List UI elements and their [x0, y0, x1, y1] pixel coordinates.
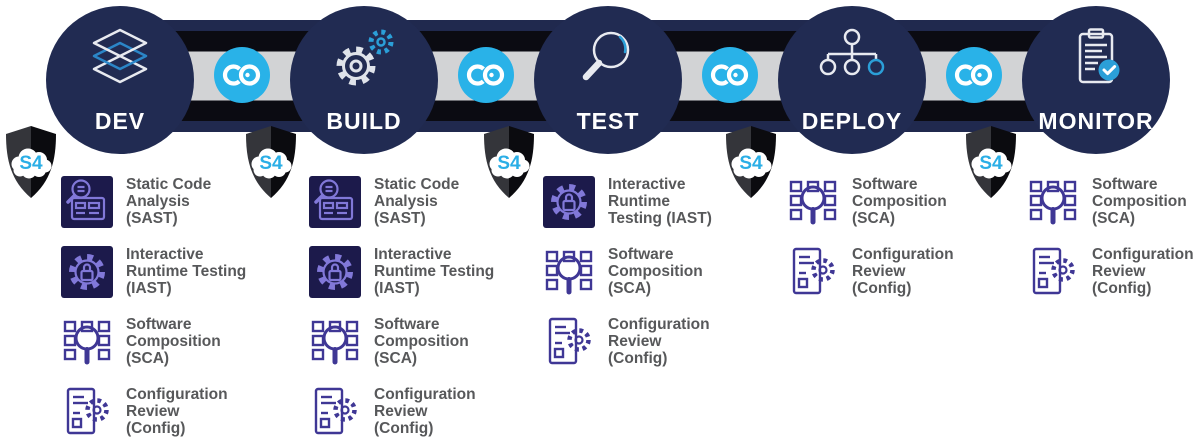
- stage-test-label: TEST: [576, 108, 640, 134]
- s4-shield-badge: S4: [722, 124, 780, 200]
- test-activities: Interactive Runtime Testing (IAST) Softw…: [542, 175, 766, 369]
- activity-iast: Interactive Runtime Testing (IAST): [60, 245, 284, 299]
- dev-activities: Static Code Analysis (SAST) Interactive …: [60, 175, 284, 439]
- activity-sast: Static Code Analysis (SAST): [60, 175, 284, 229]
- sca-icon: [60, 315, 114, 369]
- activity-label: Configuration Review (Config): [374, 386, 476, 437]
- clipboard-check-icon: [1058, 26, 1134, 88]
- activity-label: Software Composition (SCA): [126, 316, 221, 367]
- activity-label: Configuration Review (Config): [608, 316, 710, 367]
- s4-label: S4: [979, 153, 1003, 174]
- deploy-activities: Software Composition (SCA) Configuration…: [786, 175, 1010, 299]
- infinity-icon: [458, 47, 514, 103]
- iast-icon: [542, 175, 596, 229]
- activity-label: Interactive Runtime Testing (IAST): [608, 176, 712, 227]
- stage-test: TEST: [534, 6, 682, 154]
- gears-icon: [326, 26, 402, 90]
- activity-iast: Interactive Runtime Testing (IAST): [542, 175, 766, 229]
- activity-label: Software Composition (SCA): [1092, 176, 1187, 227]
- s4-label: S4: [19, 153, 43, 174]
- s4-shield-badge: S4: [2, 124, 60, 200]
- sca-icon: [1026, 175, 1080, 229]
- iast-icon: [60, 245, 114, 299]
- stage-build: BUILD: [290, 6, 438, 154]
- stage-monitor-label: MONITOR: [1038, 108, 1154, 134]
- magnifier-icon: [570, 26, 646, 90]
- config-icon: [786, 245, 840, 299]
- activity-sca: Software Composition (SCA): [542, 245, 766, 299]
- s4-shield-badge: S4: [962, 124, 1020, 200]
- activity-label: Configuration Review (Config): [1092, 246, 1194, 297]
- activity-label: Configuration Review (Config): [126, 386, 228, 437]
- config-icon: [542, 315, 596, 369]
- activity-label: Software Composition (SCA): [374, 316, 469, 367]
- activity-label: Software Composition (SCA): [852, 176, 947, 227]
- activity-sca: Software Composition (SCA): [60, 315, 284, 369]
- activity-config: Configuration Review (Config): [60, 385, 284, 439]
- iast-icon: [308, 245, 362, 299]
- s4-label: S4: [739, 153, 763, 174]
- activity-label: Static Code Analysis (SAST): [374, 176, 460, 227]
- sast-icon: [308, 175, 362, 229]
- monitor-activities: Software Composition (SCA) Configuration…: [1026, 175, 1200, 299]
- activity-label: Interactive Runtime Testing (IAST): [374, 246, 495, 297]
- activity-label: Static Code Analysis (SAST): [126, 176, 212, 227]
- config-icon: [1026, 245, 1080, 299]
- activity-label: Configuration Review (Config): [852, 246, 954, 297]
- stage-deploy: DEPLOY: [778, 6, 926, 154]
- activity-sca: Software Composition (SCA): [1026, 175, 1200, 229]
- activity-config: Configuration Review (Config): [1026, 245, 1200, 299]
- stage-dev-label: DEV: [94, 108, 146, 134]
- s4-label: S4: [497, 153, 521, 174]
- activity-config: Configuration Review (Config): [786, 245, 1010, 299]
- activity-iast: Interactive Runtime Testing (IAST): [308, 245, 532, 299]
- activity-sast: Static Code Analysis (SAST): [308, 175, 532, 229]
- infinity-icon: [214, 47, 270, 103]
- s4-label: S4: [259, 153, 283, 174]
- stage-deploy-label: DEPLOY: [801, 108, 903, 134]
- config-icon: [308, 385, 362, 439]
- s4-shield-badge: S4: [480, 124, 538, 200]
- sitemap-icon: [814, 26, 890, 90]
- activity-label: Interactive Runtime Testing (IAST): [126, 246, 247, 297]
- stage-monitor: MONITOR: [1022, 6, 1170, 154]
- activity-config: Configuration Review (Config): [308, 385, 532, 439]
- activity-sca: Software Composition (SCA): [308, 315, 532, 369]
- sast-icon: [60, 175, 114, 229]
- infinity-icon: [702, 47, 758, 103]
- sca-icon: [542, 245, 596, 299]
- stage-dev: DEV: [46, 6, 194, 154]
- activity-label: Software Composition (SCA): [608, 246, 703, 297]
- layers-icon: [82, 26, 158, 90]
- build-activities: Static Code Analysis (SAST) Interactive …: [308, 175, 532, 439]
- activity-sca: Software Composition (SCA): [786, 175, 1010, 229]
- sca-icon: [308, 315, 362, 369]
- infinity-icon: [946, 47, 1002, 103]
- s4-shield-badge: S4: [242, 124, 300, 200]
- activity-config: Configuration Review (Config): [542, 315, 766, 369]
- sca-icon: [786, 175, 840, 229]
- config-icon: [60, 385, 114, 439]
- stage-build-label: BUILD: [326, 108, 402, 134]
